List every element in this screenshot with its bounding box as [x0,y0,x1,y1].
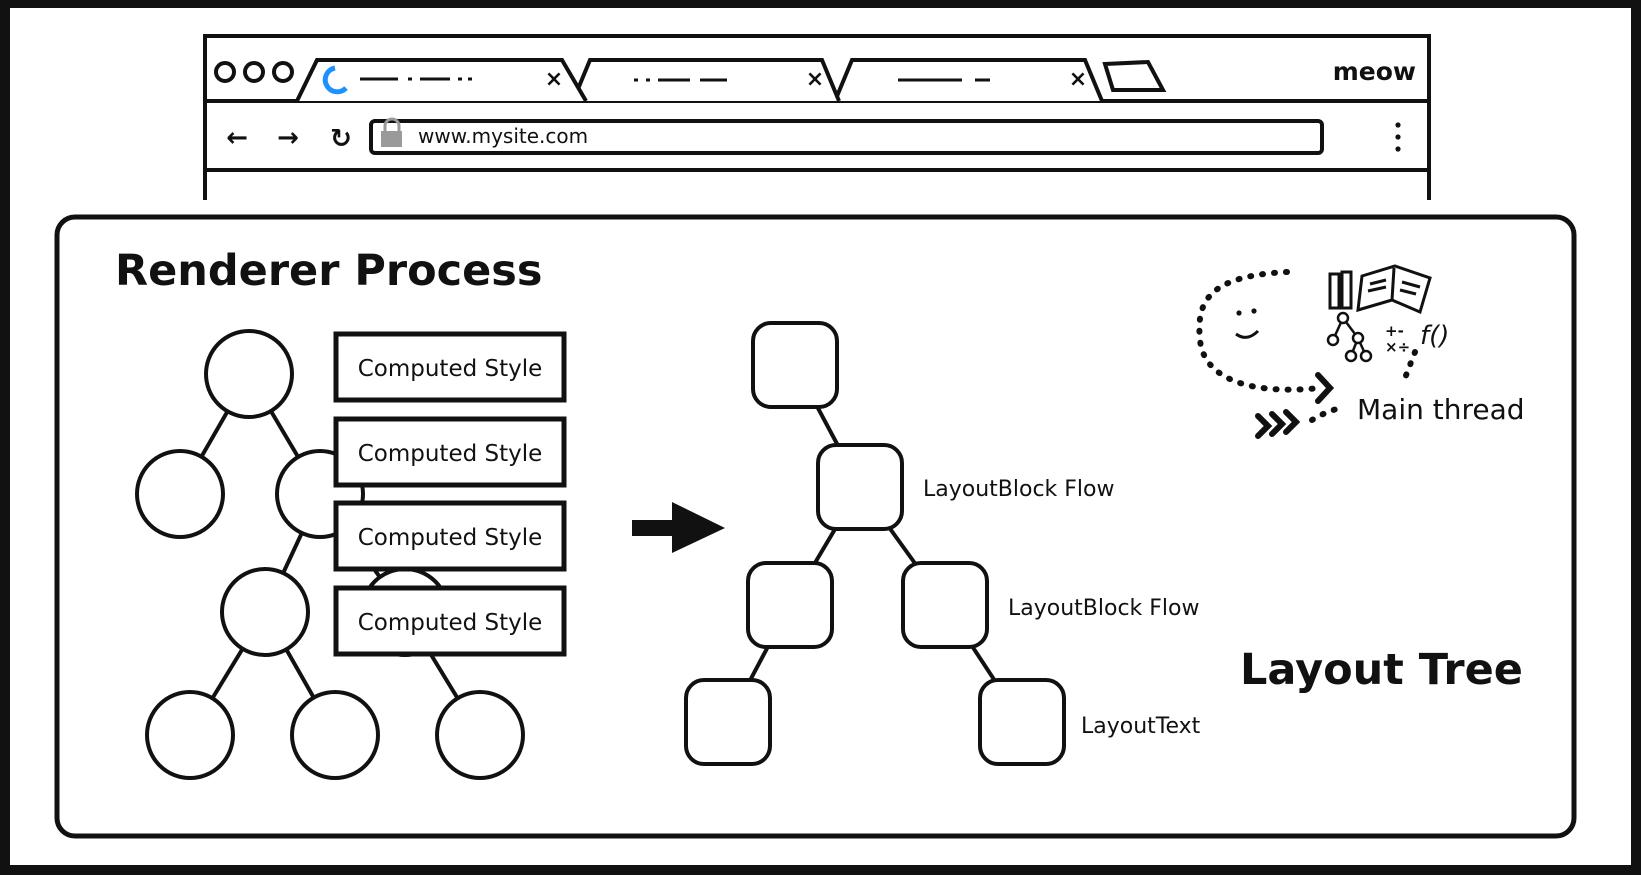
kebab-menu-icon[interactable] [1395,122,1401,152]
dom-node [145,690,235,780]
lock-icon [381,117,402,147]
renderer-title: Renderer Process [115,246,542,296]
computed-style-box [333,500,567,572]
computed-style-box [333,331,567,403]
loading-spinner-icon [322,65,348,95]
address-text[interactable]: www.mysite.com [418,124,588,148]
layout-node [816,443,904,531]
main-thread-illustration: +- ×÷ f() Main thread [1196,264,1525,439]
computed-style-label: Computed Style [358,441,543,467]
layout-label-text: LayoutText [1081,714,1201,739]
tab-2[interactable]: × [571,58,841,102]
back-button[interactable]: ← [226,123,248,153]
dotted-tail [1309,405,1343,423]
computed-style-label: Computed Style [358,356,543,382]
dotted-loop [1196,269,1323,393]
chevrons-icon [1255,409,1301,439]
layout-tree-title: Layout Tree [1240,645,1523,695]
math-plus-minus-icon: +- [1385,322,1404,340]
browser-window: × × × meow ← → ↻ [203,34,1431,200]
computed-style-box [333,585,567,657]
main-thread-label: Main thread [1357,393,1525,426]
layout-node [684,678,772,766]
computed-style-label: Computed Style [358,610,543,636]
layout-tree [684,321,1066,766]
smiley-face-icon [1235,308,1260,339]
function-icon: f() [1420,321,1449,351]
computed-style-stack: Computed Style Computed Style Computed S… [333,331,567,657]
window-dot-1[interactable] [214,61,236,83]
dom-node [435,690,525,780]
tab-2-close-icon[interactable]: × [806,67,824,92]
dom-node [204,329,294,419]
open-book-icon [1356,264,1432,315]
layout-node [751,321,839,409]
layout-label-block-flow-1: LayoutBlock Flow [923,477,1115,502]
layout-node [978,678,1066,766]
arrow-right-icon [632,502,725,553]
new-tab-button[interactable] [1102,59,1167,92]
dotted-connector [1402,349,1418,381]
tab-3[interactable]: × [833,58,1104,102]
layout-node [901,561,989,649]
computed-style-box [333,416,567,488]
tab-1[interactable]: × [295,58,588,103]
brand-label: meow [1333,57,1416,86]
tab-1-close-icon[interactable]: × [545,67,563,92]
renderer-process-panel [54,214,1577,839]
computed-style-label: Computed Style [358,525,543,551]
layout-label-block-flow-2: LayoutBlock Flow [1008,596,1200,621]
loop-arrowhead-icon [1315,372,1335,404]
pencils-icon [1328,270,1353,310]
dom-node [135,449,225,539]
address-bar[interactable] [369,119,1324,155]
reload-button[interactable]: ↻ [330,124,352,154]
forward-button[interactable]: → [277,123,299,153]
tree-graph-icon [1326,311,1373,363]
layout-node [746,561,834,649]
dom-node [290,690,380,780]
window-dot-2[interactable] [243,61,265,83]
window-dot-3[interactable] [272,61,294,83]
dom-node [220,567,310,657]
math-times-divide-icon: ×÷ [1385,338,1410,356]
tab-3-close-icon[interactable]: × [1069,67,1087,92]
